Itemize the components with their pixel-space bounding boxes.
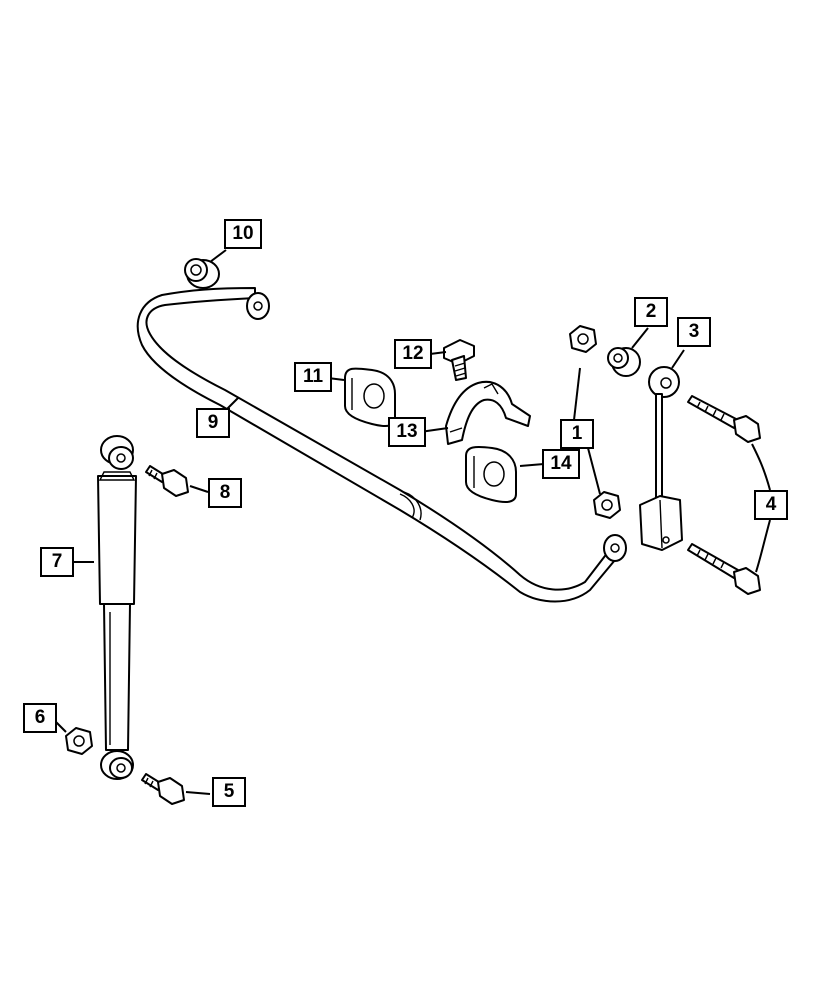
callout-8[interactable]: 8 [208, 478, 242, 508]
bolt-8[interactable] [145, 465, 189, 497]
bolt-5[interactable] [141, 773, 185, 805]
bushing-10[interactable] [184, 258, 220, 289]
callout-10[interactable]: 10 [224, 219, 262, 249]
callout-11[interactable]: 11 [294, 362, 332, 392]
bolt-4-lower[interactable] [687, 543, 761, 595]
callout-12[interactable]: 12 [394, 339, 432, 369]
callout-4[interactable]: 4 [754, 490, 788, 520]
bolt-12[interactable] [443, 339, 475, 381]
bolt-4-upper[interactable] [687, 395, 761, 443]
callout-3[interactable]: 3 [677, 317, 711, 347]
callout-14[interactable]: 14 [542, 449, 580, 479]
stabilizer-link-3[interactable] [639, 366, 683, 551]
callout-13[interactable]: 13 [388, 417, 426, 447]
clamp-13[interactable] [445, 380, 531, 445]
nut-1-lower[interactable] [593, 491, 621, 519]
callout-1[interactable]: 1 [560, 419, 594, 449]
callout-9[interactable]: 9 [196, 408, 230, 438]
bushing-14[interactable] [465, 446, 517, 503]
callout-5[interactable]: 5 [212, 777, 246, 807]
nut-1-upper[interactable] [569, 325, 597, 353]
callout-2[interactable]: 2 [634, 297, 668, 327]
shock-absorber-7[interactable] [97, 435, 137, 780]
callout-6[interactable]: 6 [23, 703, 57, 733]
bushing-11[interactable] [344, 367, 396, 427]
nut-6[interactable] [65, 727, 93, 755]
callout-7[interactable]: 7 [40, 547, 74, 577]
stabilizer-bar[interactable] [136, 287, 627, 603]
bushing-2[interactable] [607, 347, 641, 377]
